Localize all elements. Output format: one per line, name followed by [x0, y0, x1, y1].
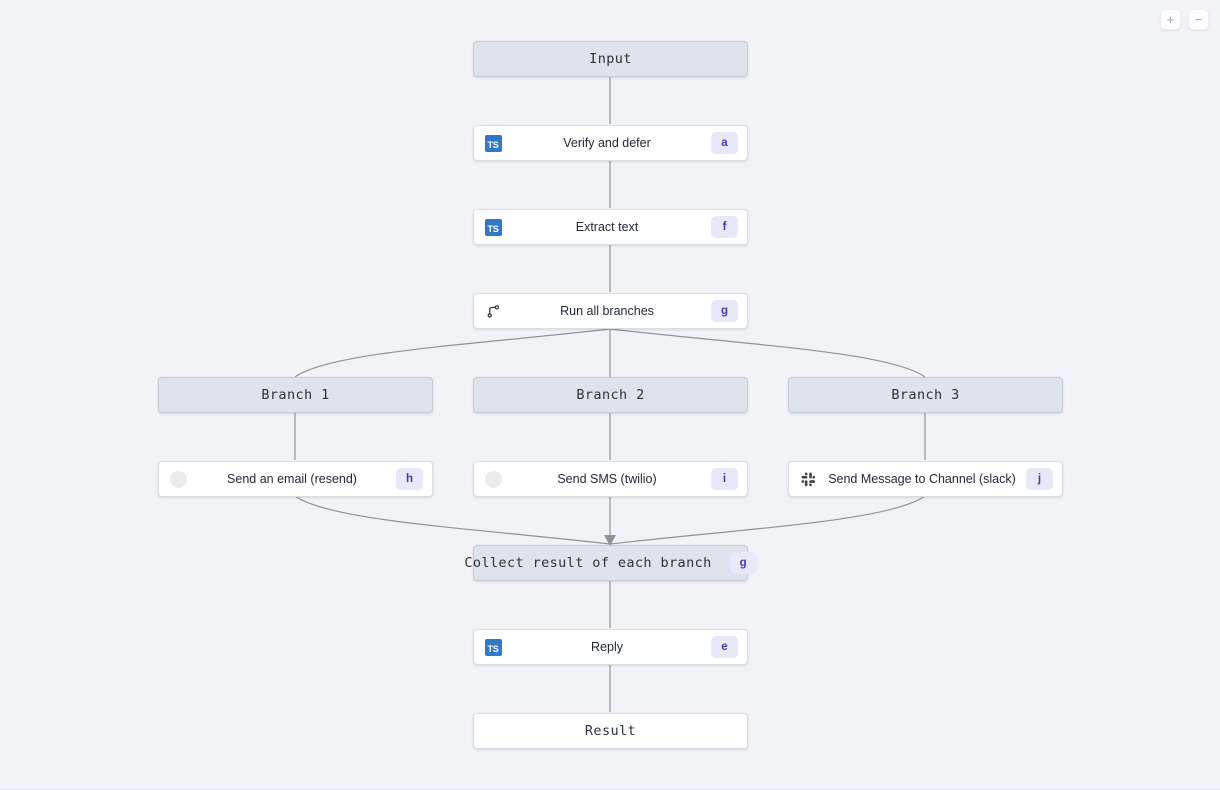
zoom-controls: + − — [1160, 9, 1209, 30]
node-branch-2-label: Branch 2 — [576, 387, 645, 403]
node-send-sms-label: Send SMS (twilio) — [557, 472, 657, 486]
plus-icon: + — [1166, 12, 1175, 27]
node-send-sms[interactable]: Send SMS (twilio) i — [473, 461, 748, 497]
node-run-all-branches[interactable]: Run all branches g — [473, 293, 748, 329]
node-send-an-email[interactable]: Send an email (resend) h — [158, 461, 433, 497]
node-verify-and-defer-badge[interactable]: a — [711, 132, 738, 154]
node-reply[interactable]: TS Reply e — [473, 629, 748, 665]
node-branch-1-label: Branch 1 — [261, 387, 330, 403]
node-send-message-to-channel[interactable]: Send Message to Channel (slack) j — [788, 461, 1063, 497]
node-result[interactable]: Result — [473, 713, 748, 749]
edge-runbranches-branch3 — [609, 328, 926, 378]
slack-icon — [798, 469, 818, 489]
node-result-label: Result — [584, 723, 637, 739]
minus-icon: − — [1194, 12, 1203, 27]
edge-runbranches-branch1 — [294, 328, 611, 378]
node-run-all-branches-badge[interactable]: g — [711, 300, 738, 322]
zoom-out-button[interactable]: − — [1188, 9, 1209, 30]
node-extract-text-label: Extract text — [575, 220, 639, 234]
node-collect-result-label: Collect result of each branch — [464, 555, 712, 571]
node-extract-text-badge[interactable]: f — [711, 216, 738, 238]
node-collect-result[interactable]: Collect result of each branch g — [464, 545, 757, 581]
node-send-an-email-badge[interactable]: h — [396, 468, 423, 490]
node-branch-3-header[interactable]: Branch 3 — [788, 377, 1063, 413]
zoom-in-button[interactable]: + — [1160, 9, 1181, 30]
node-collect-result-badge[interactable]: g — [729, 552, 757, 574]
typescript-icon: TS — [483, 217, 503, 237]
resend-circle-icon — [168, 469, 188, 489]
node-send-message-to-channel-badge[interactable]: j — [1026, 468, 1053, 490]
twilio-circle-icon — [483, 469, 503, 489]
git-branch-icon — [483, 301, 503, 321]
node-verify-and-defer[interactable]: TS Verify and defer a — [473, 125, 748, 161]
node-run-all-branches-label: Run all branches — [560, 304, 654, 318]
node-send-sms-badge[interactable]: i — [711, 468, 738, 490]
node-verify-and-defer-label: Verify and defer — [563, 136, 651, 150]
edge-action1-collect — [294, 495, 611, 545]
edge-action3-collect — [609, 495, 926, 545]
node-input-label: Input — [589, 51, 632, 67]
node-extract-text[interactable]: TS Extract text f — [473, 209, 748, 245]
typescript-icon: TS — [483, 133, 503, 153]
node-reply-badge[interactable]: e — [711, 636, 738, 658]
node-send-message-to-channel-label: Send Message to Channel (slack) — [828, 472, 1016, 486]
node-branch-1-header[interactable]: Branch 1 — [158, 377, 433, 413]
node-branch-3-label: Branch 3 — [891, 387, 960, 403]
node-send-an-email-label: Send an email (resend) — [227, 472, 357, 486]
node-reply-label: Reply — [591, 640, 623, 654]
node-input[interactable]: Input — [473, 41, 748, 77]
node-branch-2-header[interactable]: Branch 2 — [473, 377, 748, 413]
typescript-icon: TS — [483, 637, 503, 657]
